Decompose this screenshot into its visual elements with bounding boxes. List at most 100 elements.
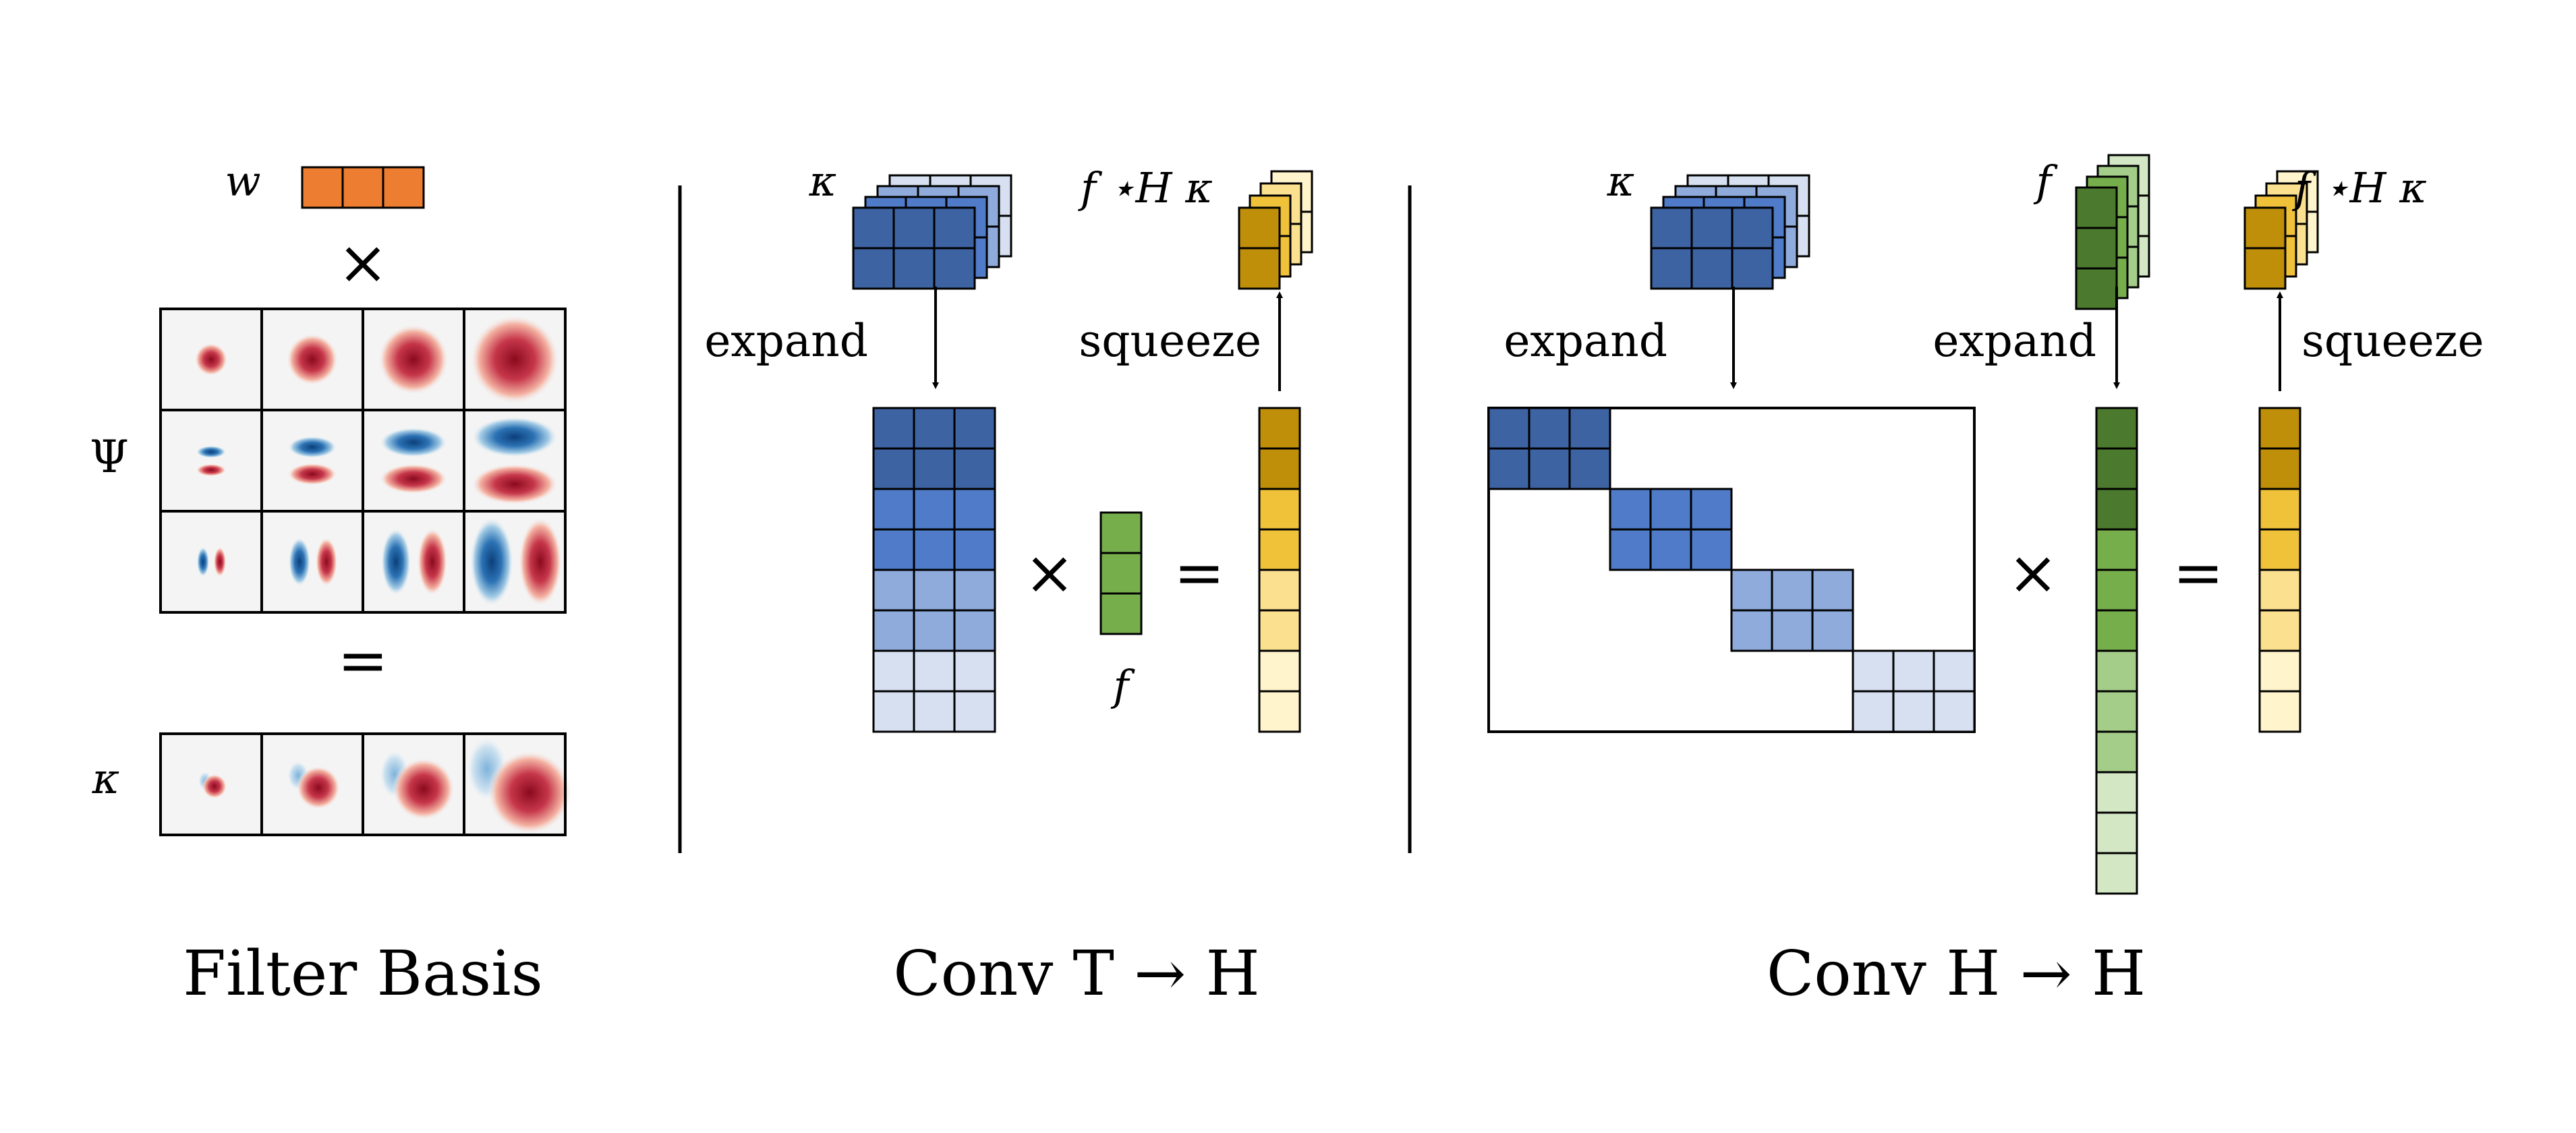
matrix-block-cell [1609, 528, 1652, 571]
output-cell [1258, 569, 1301, 612]
matrix-cell [872, 690, 915, 733]
kernel-cell [852, 247, 895, 290]
kernel-filter-positive [393, 758, 455, 820]
matrix-cell [913, 488, 956, 531]
input-cell [2075, 186, 2118, 229]
output-cell [2258, 488, 2301, 531]
matrix-cell [913, 528, 956, 571]
basis-filter [378, 324, 449, 395]
output-stack [1238, 170, 1313, 290]
matrix-cell [953, 649, 996, 693]
matrix-cell [872, 447, 915, 490]
basis-filter-left [470, 517, 513, 606]
matrix-block-cell [1609, 488, 1652, 531]
matrix-block-cell [1568, 447, 1611, 490]
output-cell [1258, 649, 1301, 693]
panel-caption: Conv T → H [893, 937, 1259, 1010]
matrix-cell [913, 569, 956, 612]
kernel-filter-positive [297, 766, 340, 809]
kernel-stack [1650, 174, 1810, 290]
kernel-cell [1690, 206, 1734, 250]
input-cell [1099, 511, 1143, 554]
kernel-cell [1731, 247, 1774, 290]
kernel-layer [852, 206, 976, 290]
input-cell [2095, 730, 2138, 774]
matrix-block-cell [1649, 528, 1692, 571]
matrix-block-cell [1649, 488, 1692, 531]
kernel-cell [1650, 206, 1693, 250]
matrix-cell [953, 569, 996, 612]
panel-filter-basis: w × Ψ [90, 156, 571, 1010]
input-label: f [2034, 156, 2059, 206]
kernel-cell [933, 206, 976, 250]
matrix-cell [872, 407, 915, 450]
basis-label: Ψ [90, 431, 129, 483]
basis-filter-right [316, 538, 337, 586]
matrix-cell [953, 609, 996, 652]
basis-filter-right [519, 517, 562, 606]
basis-filter-bottom [471, 464, 558, 504]
output-cell [2258, 649, 2301, 693]
matrix-block-cell [1892, 690, 1935, 733]
kernel-filter-positive [202, 774, 227, 798]
input-cell [2095, 649, 2138, 693]
matrix-block-cell [1771, 609, 1814, 652]
output-cell [2243, 247, 2287, 290]
kernel-filter-positive [488, 751, 571, 834]
kernel-cell [933, 247, 976, 290]
input-cell [2075, 227, 2118, 270]
output-cell [1258, 609, 1301, 652]
input-stack [2075, 154, 2150, 310]
input-cell [2095, 407, 2138, 450]
output-label: f ⋆H κ [1078, 163, 1213, 212]
output-label: f ⋆H κ [2292, 163, 2427, 212]
matrix-block-cell [1852, 649, 1895, 693]
matrix-cell [953, 447, 996, 490]
basis-grid-lines [159, 308, 567, 614]
output-vector [2258, 407, 2301, 733]
output-cell [1258, 407, 1301, 450]
kernel-row-lines [159, 732, 567, 836]
matrix-block-cell [1528, 407, 1571, 450]
output-cell [1258, 447, 1301, 490]
input-cell [1099, 592, 1143, 635]
matrix-block-cell [1811, 609, 1854, 652]
kernel-stack [852, 174, 1012, 290]
equals-sign: = [2173, 538, 2223, 608]
output-layer [2243, 206, 2287, 290]
matrix-block-cell [1528, 447, 1571, 490]
output-cell [2258, 569, 2301, 612]
kernel-label: κ [1607, 156, 1635, 206]
kernel-cell [892, 247, 936, 290]
input-vector [1099, 511, 1143, 635]
matrix-cell [913, 690, 956, 733]
block-diagonal-matrix [1487, 407, 1976, 733]
basis-filter-left [197, 547, 209, 577]
kernel-label: κ [809, 156, 837, 206]
basis-filter-right [214, 547, 226, 577]
basis-filter [287, 334, 338, 385]
matrix-block-cell [1933, 690, 1976, 733]
output-cell [2258, 609, 2301, 652]
basis-filter-bottom [196, 464, 226, 476]
panel-caption: Filter Basis [183, 937, 543, 1010]
equals-sign: = [337, 625, 388, 696]
output-layer [1238, 206, 1281, 290]
output-stack [2243, 170, 2319, 290]
matrix-cell [872, 528, 915, 571]
matrix-block-cell [1933, 649, 1976, 693]
basis-filter-top [196, 446, 226, 458]
times-sign: × [2007, 538, 2058, 608]
panel-conv-h-h: κ f f ⋆H κ expand expand squeeze × = Con… [1487, 154, 2484, 1010]
expanded-kernel-matrix [872, 407, 996, 733]
matrix-cell [953, 690, 996, 733]
panel-caption: Conv H → H [1767, 937, 2146, 1010]
matrix-cell [953, 488, 996, 531]
matrix-cell [872, 649, 915, 693]
output-cell [2258, 407, 2301, 450]
basis-filter [470, 315, 559, 404]
weight-cell [301, 166, 344, 209]
input-cell [1099, 552, 1143, 595]
